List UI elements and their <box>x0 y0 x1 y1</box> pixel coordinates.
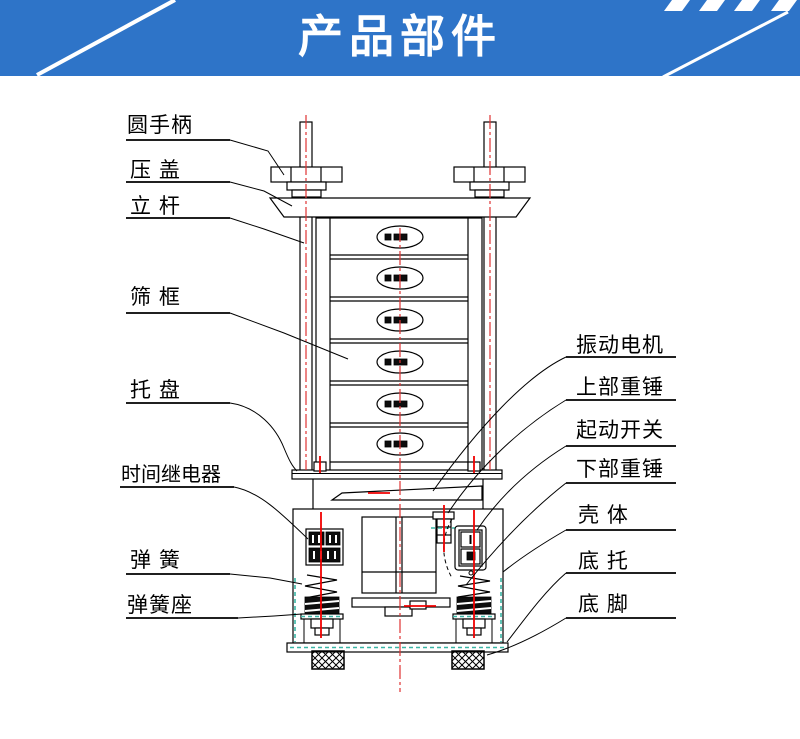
label-sieve-frame: 筛 框 <box>130 286 181 309</box>
cover-plate <box>268 197 532 218</box>
label-press-cover: 压 盖 <box>130 159 181 182</box>
time-relay <box>305 528 344 566</box>
lower-hammer-bolt <box>409 600 427 610</box>
vibration-motor <box>330 485 483 617</box>
part-labels: 圆手柄 压 盖 立 杆 筛 框 托 盘 时间继电器 弹 簧 弹簧座 振动电机 上… <box>121 114 664 617</box>
label-start-switch: 起动开关 <box>576 419 664 442</box>
spring-left <box>300 574 344 643</box>
banner-background <box>0 0 800 76</box>
label-vibration-motor: 振动电机 <box>576 334 664 357</box>
banner-hash-stripes <box>664 0 797 11</box>
banner-diagonal-right <box>662 10 789 76</box>
round-handles <box>270 166 526 198</box>
centerlines <box>305 115 491 692</box>
foot-right <box>451 650 485 670</box>
label-housing: 壳 体 <box>578 504 629 527</box>
banner-diagonal-left <box>36 0 176 76</box>
header-banner: 产品部件 <box>0 0 800 76</box>
tray <box>291 461 503 480</box>
page-title: 产品部件 <box>297 11 502 62</box>
leader-lines-right <box>432 356 676 656</box>
leader-lines-left <box>120 139 349 619</box>
label-upper-hammer: 上部重锤 <box>576 376 664 399</box>
sieve-separators <box>330 254 468 463</box>
label-vertical-rod: 立 杆 <box>130 195 181 218</box>
label-bottom-bracket: 底 托 <box>578 550 629 573</box>
machine-diagram: 圆手柄 压 盖 立 杆 筛 框 托 盘 时间继电器 弹 簧 弹簧座 振动电机 上… <box>120 114 676 692</box>
label-time-relay: 时间继电器 <box>121 463 221 486</box>
label-bottom-foot: 底 脚 <box>578 593 629 616</box>
sieve-stack <box>315 217 483 471</box>
feet <box>311 650 485 670</box>
label-spring: 弹 簧 <box>130 549 181 572</box>
label-round-handle: 圆手柄 <box>127 114 193 137</box>
label-lower-hammer: 下部重锤 <box>576 458 664 481</box>
banner-stripes <box>0 0 800 76</box>
label-spring-seat: 弹簧座 <box>127 594 193 617</box>
foot-left <box>311 650 345 670</box>
label-tray: 托 盘 <box>130 379 181 402</box>
start-switch <box>443 518 487 579</box>
